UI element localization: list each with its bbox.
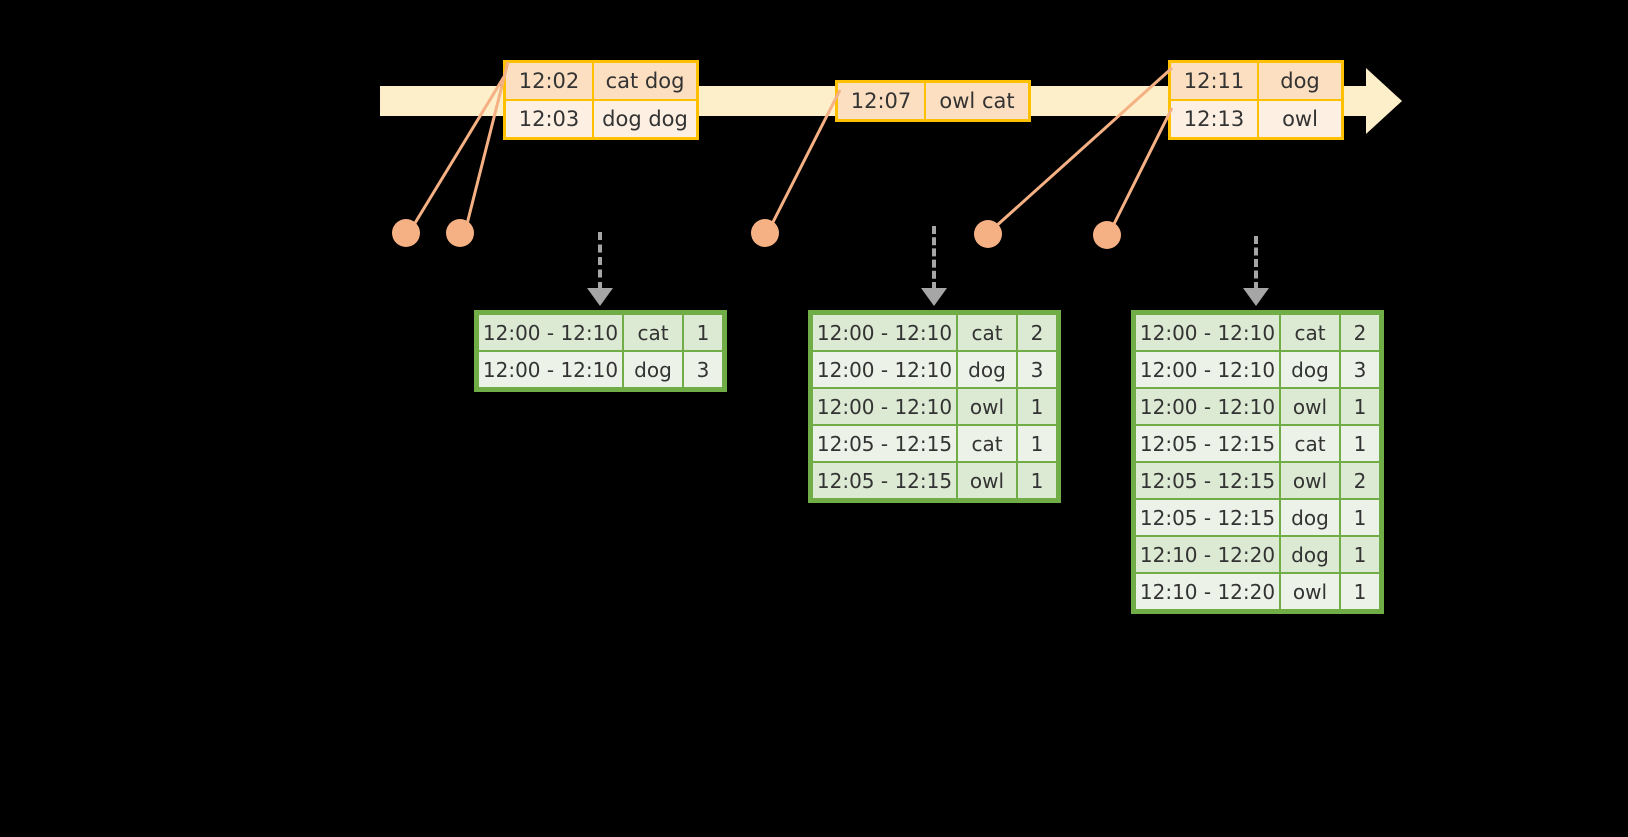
table-row[interactable]: 12:00 - 12:10 cat 2 xyxy=(1135,314,1380,351)
table-row[interactable]: 12:05 - 12:15 dog 1 xyxy=(1135,499,1380,536)
window-cell: 12:00 - 12:10 xyxy=(812,314,957,351)
count-cell: 1 xyxy=(1340,536,1380,573)
window-cell: 12:10 - 12:20 xyxy=(1135,536,1280,573)
count-cell: 2 xyxy=(1340,314,1380,351)
key-cell: dog xyxy=(957,351,1017,388)
key-cell: cat xyxy=(957,314,1017,351)
window-cell: 12:00 - 12:10 xyxy=(1135,388,1280,425)
table-row[interactable]: 12:00 - 12:10 dog 3 xyxy=(812,351,1057,388)
key-cell: dog xyxy=(1280,351,1340,388)
emit-arrow-3 xyxy=(1241,236,1271,310)
window-cell: 12:00 - 12:10 xyxy=(812,351,957,388)
table-row[interactable]: 12:00 - 12:10 dog 3 xyxy=(478,351,723,388)
key-cell: cat xyxy=(1280,314,1340,351)
key-cell: owl xyxy=(1280,573,1340,610)
key-cell: owl xyxy=(1280,462,1340,499)
event-row[interactable]: 12:11 dog xyxy=(1171,63,1341,99)
window-cell: 12:00 - 12:10 xyxy=(1135,351,1280,388)
count-cell: 2 xyxy=(1340,462,1380,499)
count-cell: 3 xyxy=(1340,351,1380,388)
window-cell: 12:05 - 12:15 xyxy=(1135,462,1280,499)
result-table-3[interactable]: 12:00 - 12:10 cat 2 12:00 - 12:10 dog 3 … xyxy=(1131,310,1384,614)
key-cell: dog xyxy=(1280,499,1340,536)
count-cell: 1 xyxy=(1017,388,1057,425)
window-cell: 12:00 - 12:10 xyxy=(812,388,957,425)
event-value: dog dog xyxy=(594,101,696,137)
table-row[interactable]: 12:05 - 12:15 cat 1 xyxy=(812,425,1057,462)
key-cell: cat xyxy=(623,314,683,351)
count-cell: 1 xyxy=(1340,388,1380,425)
table-row[interactable]: 12:10 - 12:20 owl 1 xyxy=(1135,573,1380,610)
result-table-2[interactable]: 12:00 - 12:10 cat 2 12:00 - 12:10 dog 3 … xyxy=(808,310,1061,503)
event-value: cat dog xyxy=(594,63,696,99)
result-table-1[interactable]: 12:00 - 12:10 cat 1 12:00 - 12:10 dog 3 xyxy=(474,310,727,392)
table-row[interactable]: 12:00 - 12:10 cat 1 xyxy=(478,314,723,351)
key-cell: cat xyxy=(1280,425,1340,462)
event-time: 12:13 xyxy=(1171,101,1259,137)
table-row[interactable]: 12:10 - 12:20 dog 1 xyxy=(1135,536,1380,573)
count-cell: 1 xyxy=(1340,425,1380,462)
emit-arrow-1 xyxy=(585,232,615,310)
stream-dot-1[interactable] xyxy=(392,219,420,247)
table-row[interactable]: 12:00 - 12:10 cat 2 xyxy=(812,314,1057,351)
table-row[interactable]: 12:05 - 12:15 cat 1 xyxy=(1135,425,1380,462)
window-cell: 12:05 - 12:15 xyxy=(1135,499,1280,536)
event-time: 12:07 xyxy=(838,83,926,119)
stream-dot-5[interactable] xyxy=(1093,221,1121,249)
event-row[interactable]: 12:07 owl cat xyxy=(838,83,1028,119)
key-cell: owl xyxy=(1280,388,1340,425)
count-cell: 1 xyxy=(1340,499,1380,536)
event-time: 12:02 xyxy=(506,63,594,99)
table-row[interactable]: 12:05 - 12:15 owl 1 xyxy=(812,462,1057,499)
event-value: owl cat xyxy=(926,83,1028,119)
window-cell: 12:05 - 12:15 xyxy=(1135,425,1280,462)
window-cell: 12:05 - 12:15 xyxy=(812,462,957,499)
count-cell: 1 xyxy=(1340,573,1380,610)
count-cell: 1 xyxy=(1017,462,1057,499)
event-value: dog xyxy=(1259,63,1341,99)
stream-dot-4[interactable] xyxy=(974,220,1002,248)
window-cell: 12:00 - 12:10 xyxy=(478,314,623,351)
event-row[interactable]: 12:02 cat dog xyxy=(506,63,696,99)
table-row[interactable]: 12:00 - 12:10 owl 1 xyxy=(812,388,1057,425)
count-cell: 1 xyxy=(683,314,723,351)
emit-arrow-2 xyxy=(919,226,949,310)
event-value: owl xyxy=(1259,101,1341,137)
event-row[interactable]: 12:13 owl xyxy=(1171,99,1341,137)
count-cell: 2 xyxy=(1017,314,1057,351)
count-cell: 3 xyxy=(1017,351,1057,388)
event-row[interactable]: 12:03 dog dog xyxy=(506,99,696,137)
event-group-3[interactable]: 12:11 dog 12:13 owl xyxy=(1168,60,1344,140)
window-cell: 12:10 - 12:20 xyxy=(1135,573,1280,610)
event-time: 12:11 xyxy=(1171,63,1259,99)
event-group-1[interactable]: 12:02 cat dog 12:03 dog dog xyxy=(503,60,699,140)
key-cell: owl xyxy=(957,388,1017,425)
window-cell: 12:00 - 12:10 xyxy=(1135,314,1280,351)
table-row[interactable]: 12:00 - 12:10 dog 3 xyxy=(1135,351,1380,388)
stream-dot-2[interactable] xyxy=(446,219,474,247)
table-row[interactable]: 12:00 - 12:10 owl 1 xyxy=(1135,388,1380,425)
stream-dot-3[interactable] xyxy=(751,219,779,247)
window-cell: 12:05 - 12:15 xyxy=(812,425,957,462)
key-cell: cat xyxy=(957,425,1017,462)
event-time: 12:03 xyxy=(506,101,594,137)
key-cell: dog xyxy=(623,351,683,388)
key-cell: owl xyxy=(957,462,1017,499)
timeline-arrowhead xyxy=(1366,68,1402,134)
event-group-2[interactable]: 12:07 owl cat xyxy=(835,80,1031,122)
count-cell: 1 xyxy=(1017,425,1057,462)
window-cell: 12:00 - 12:10 xyxy=(478,351,623,388)
table-row[interactable]: 12:05 - 12:15 owl 2 xyxy=(1135,462,1380,499)
key-cell: dog xyxy=(1280,536,1340,573)
count-cell: 3 xyxy=(683,351,723,388)
